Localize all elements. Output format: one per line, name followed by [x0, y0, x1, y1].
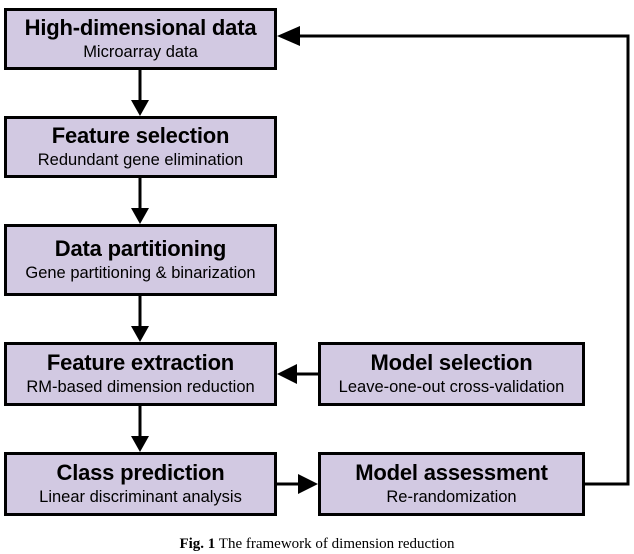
- node-subtitle: RM-based dimension reduction: [26, 378, 255, 397]
- node-title: Feature extraction: [46, 349, 235, 375]
- node-subtitle: Leave-one-out cross-validation: [338, 378, 565, 397]
- node-subtitle: Linear discriminant analysis: [39, 488, 242, 507]
- node-title: Model selection: [370, 349, 533, 375]
- node-subtitle: Re-randomization: [386, 488, 517, 507]
- node-class-prediction: Class prediction Linear discriminant ana…: [4, 452, 277, 516]
- edge-model-assessment-to-high-dimensional-data: [277, 26, 630, 486]
- node-feature-extraction: Feature extraction RM-based dimension re…: [4, 342, 277, 406]
- node-model-selection: Model selection Leave-one-out cross-vali…: [318, 342, 585, 406]
- edge-feature-extraction-to-class-prediction: [131, 406, 149, 452]
- node-data-partitioning: Data partitioning Gene partitioning & bi…: [4, 224, 277, 296]
- node-title: Data partitioning: [54, 235, 227, 261]
- node-subtitle: Redundant gene elimination: [37, 151, 244, 170]
- edge-data-partitioning-to-feature-extraction: [131, 296, 149, 342]
- node-subtitle: Microarray data: [83, 43, 198, 62]
- node-title: Feature selection: [51, 122, 230, 148]
- node-feature-selection: Feature selection Redundant gene elimina…: [4, 116, 277, 178]
- figure-caption-text: The framework of dimension reduction: [218, 536, 455, 552]
- figure-caption-label: Fig. 1: [179, 536, 216, 552]
- figure-caption: Fig. 1 The framework of dimension reduct…: [0, 536, 634, 553]
- node-title: High-dimensional data: [24, 14, 257, 40]
- node-title: Class prediction: [56, 459, 225, 485]
- edge-model-selection-to-feature-extraction: [277, 364, 318, 384]
- node-high-dimensional-data: High-dimensional data Microarray data: [4, 8, 277, 70]
- node-subtitle: Gene partitioning & binarization: [25, 264, 256, 283]
- edge-class-prediction-to-model-assessment: [277, 474, 318, 494]
- node-model-assessment: Model assessment Re-randomization: [318, 452, 585, 516]
- edge-feature-selection-to-data-partitioning: [131, 178, 149, 224]
- edge-high-dimensional-data-to-feature-selection: [131, 70, 149, 116]
- node-title: Model assessment: [355, 459, 548, 485]
